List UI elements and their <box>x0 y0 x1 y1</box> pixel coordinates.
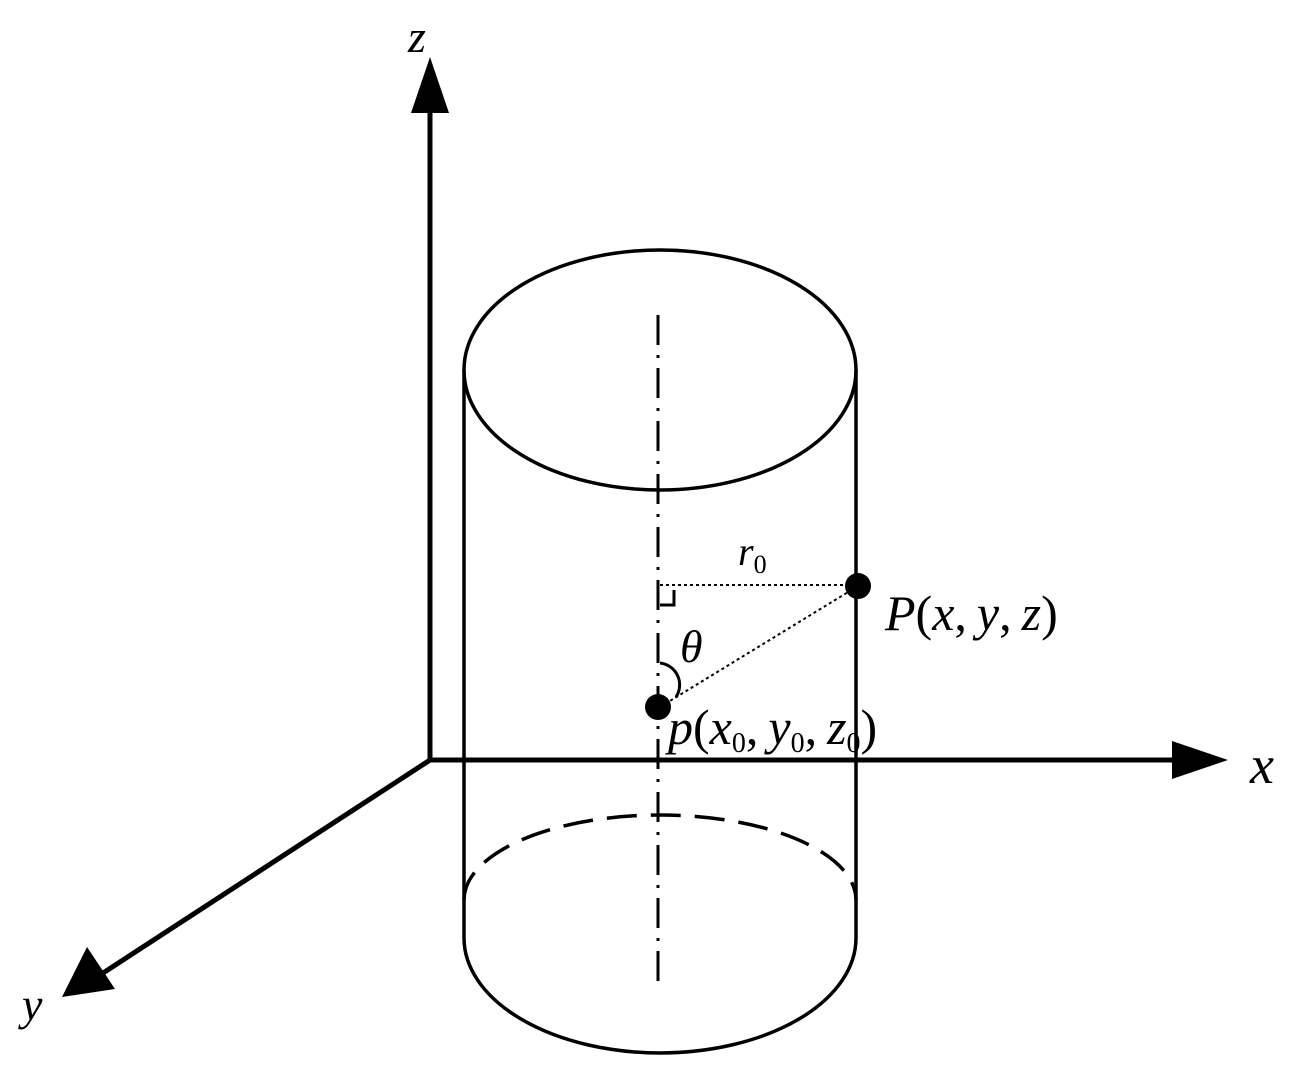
x-arrowhead <box>1172 741 1228 779</box>
cylinder <box>462 248 858 1055</box>
construction-lines <box>659 584 859 708</box>
y-arrowhead <box>62 947 115 997</box>
point-p-dot <box>645 694 671 720</box>
angle-arc <box>659 661 682 698</box>
x-axis-label: x <box>1249 735 1274 795</box>
right-angle-mark <box>660 590 676 607</box>
cylinder-bottom-back-arc <box>462 813 858 901</box>
z-axis-label: z <box>407 11 426 62</box>
radius-label: r0 <box>738 529 767 579</box>
point-P-label: P(x,y,z) <box>884 585 1058 641</box>
point-P-dot <box>845 573 871 599</box>
angle-label: θ <box>680 621 703 672</box>
point-p-label: p(x0,y0,z0) <box>665 699 877 759</box>
y-axis-line <box>98 757 432 978</box>
cylinder-top-ellipse <box>462 248 858 492</box>
cylinder-bottom-front-arc <box>462 937 858 1055</box>
p-to-P-dotted-line <box>659 585 859 708</box>
y-axis-label: y <box>18 979 43 1030</box>
coordinate-axes <box>98 105 1180 978</box>
axis-arrowheads <box>62 57 1228 997</box>
z-arrowhead <box>411 57 449 113</box>
